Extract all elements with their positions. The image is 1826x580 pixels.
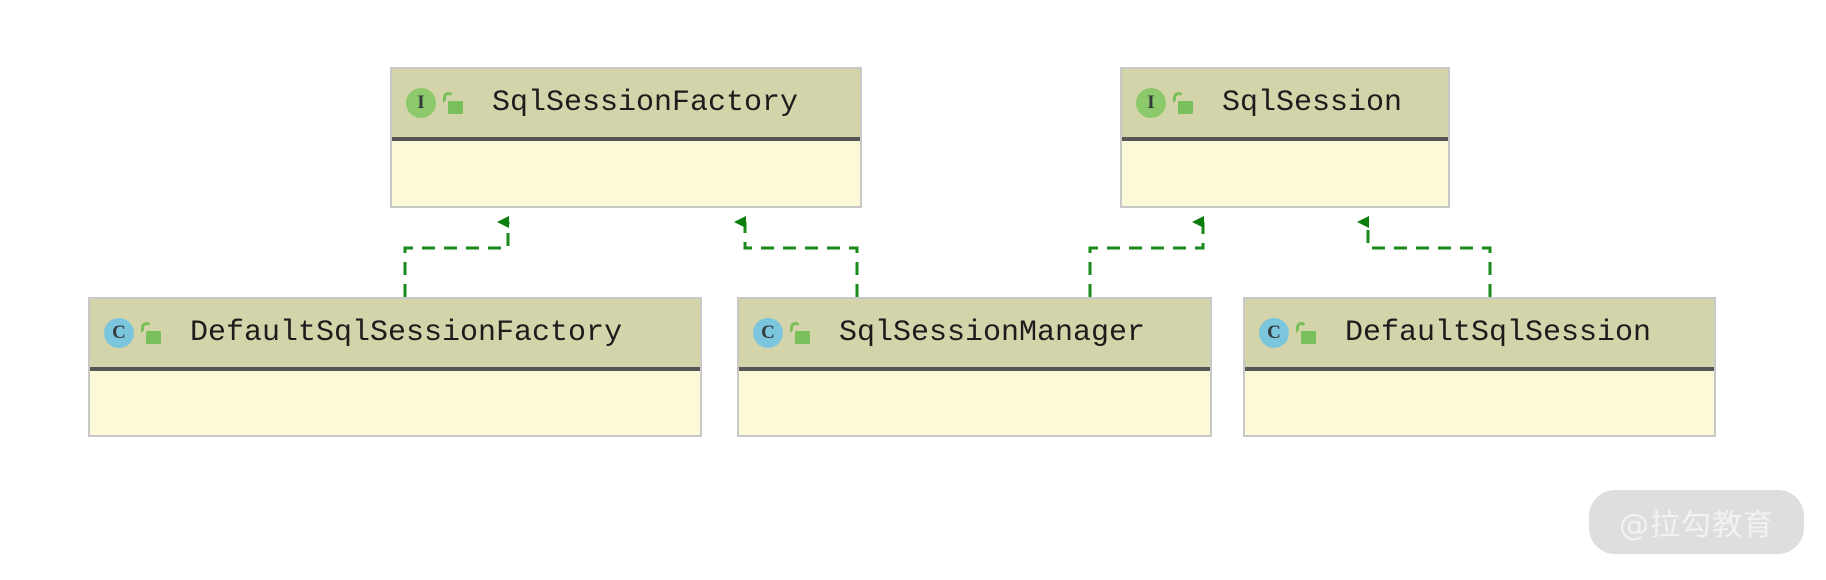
uml-node-default-sql-session-factory[interactable]: C DefaultSqlSessionFactory	[88, 297, 702, 437]
uml-node-sql-session[interactable]: I SqlSession	[1120, 67, 1450, 208]
uml-node-title: SqlSessionManager	[839, 316, 1146, 350]
unlocked-padlock-icon	[1172, 91, 1194, 115]
unlocked-padlock-icon	[442, 91, 464, 115]
watermark-text: @拉勾教育	[1619, 508, 1774, 543]
realization-edge	[1357, 216, 1492, 297]
uml-node-title: SqlSession	[1222, 86, 1403, 120]
interface-stereotype-icon: I	[1136, 88, 1166, 118]
realization-edge	[1088, 216, 1205, 297]
unlocked-padlock-icon	[789, 321, 811, 345]
uml-node-sql-session-manager[interactable]: C SqlSessionManager	[737, 297, 1212, 437]
uml-node-title: DefaultSqlSessionFactory	[190, 316, 623, 350]
uml-node-header: I SqlSession	[1122, 69, 1448, 141]
uml-node-members-compartment	[739, 371, 1210, 431]
class-stereotype-icon: C	[104, 318, 134, 348]
uml-node-header: C SqlSessionManager	[739, 299, 1210, 371]
uml-node-header: C DefaultSqlSessionFactory	[90, 299, 700, 371]
unlocked-padlock-icon	[1295, 321, 1317, 345]
class-stereotype-icon: C	[1259, 318, 1289, 348]
realization-edge	[403, 216, 510, 297]
uml-node-header: I SqlSessionFactory	[392, 69, 860, 141]
uml-node-members-compartment	[1245, 371, 1714, 431]
uml-node-default-sql-session[interactable]: C DefaultSqlSession	[1243, 297, 1716, 437]
uml-node-title: SqlSessionFactory	[492, 86, 799, 120]
uml-node-members-compartment	[392, 141, 860, 202]
uml-node-members-compartment	[1122, 141, 1448, 202]
unlocked-padlock-icon	[140, 321, 162, 345]
interface-stereotype-icon: I	[406, 88, 436, 118]
watermark-badge: @拉勾教育	[1589, 490, 1804, 554]
realization-edge	[734, 216, 859, 297]
uml-node-sql-session-factory[interactable]: I SqlSessionFactory	[390, 67, 862, 208]
uml-node-title: DefaultSqlSession	[1345, 316, 1652, 350]
uml-node-members-compartment	[90, 371, 700, 431]
class-stereotype-icon: C	[753, 318, 783, 348]
uml-node-header: C DefaultSqlSession	[1245, 299, 1714, 371]
realization-edges	[403, 216, 1492, 297]
